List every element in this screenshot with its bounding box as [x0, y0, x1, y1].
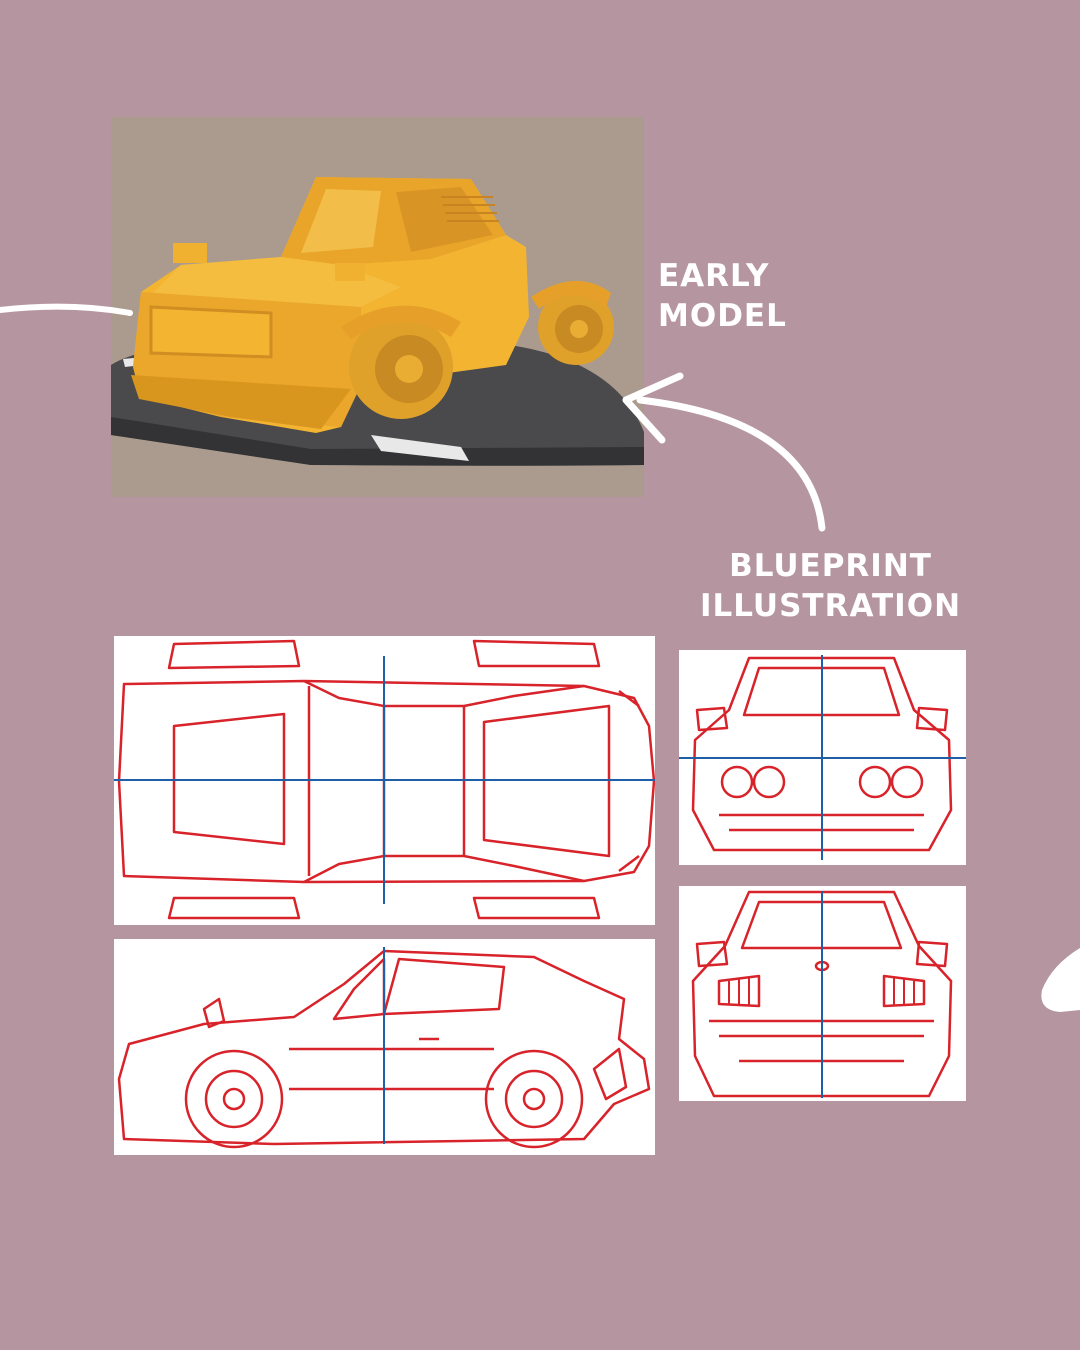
- early-model-label: EARLY MODEL: [658, 256, 787, 336]
- blueprint-label-line1: BLUEPRINT: [729, 548, 932, 584]
- blueprint-label-line2: ILLUSTRATION: [700, 588, 962, 624]
- blueprint-illustration-label: BLUEPRINT ILLUSTRATION: [700, 546, 961, 626]
- yellow-car-render-image: [111, 177, 644, 466]
- blueprint-rear-view: [679, 886, 966, 1101]
- blueprint-side-view: [114, 939, 655, 1155]
- blueprint-front-view: [679, 650, 966, 865]
- early-model-label-line1: EARLY: [658, 258, 770, 294]
- early-model-label-line2: MODEL: [658, 298, 787, 334]
- right-edge-shape: [1041, 948, 1080, 1012]
- blueprint-top-view: [114, 636, 655, 925]
- early-model-render: [111, 117, 644, 497]
- curved-arrow-shaft: [636, 396, 826, 532]
